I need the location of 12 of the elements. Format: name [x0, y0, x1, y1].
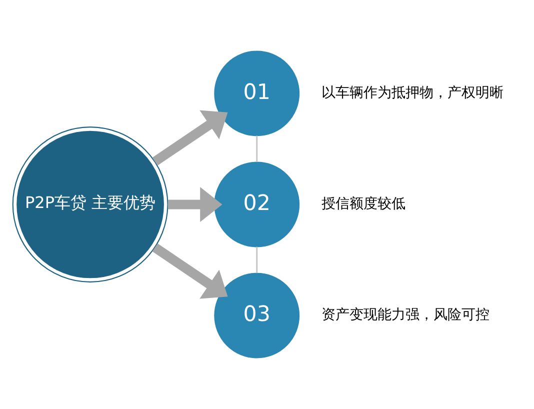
- node-label: 资产变现能力强，风险可控: [321, 307, 490, 324]
- node-label: 授信额度较低: [321, 196, 406, 212]
- connector: [256, 246, 258, 274]
- node-circle: 01: [214, 50, 300, 136]
- arrow: [168, 187, 222, 222]
- node-circle: 02: [214, 162, 300, 248]
- connector: [256, 136, 258, 162]
- arrow: [152, 243, 228, 299]
- node-circle: P2P车贷 主要优势: [12, 126, 168, 282]
- node-label: 以车辆作为抵押物，产权明晰: [321, 85, 504, 102]
- arrow: [152, 110, 228, 166]
- node-circle: 03: [214, 272, 300, 358]
